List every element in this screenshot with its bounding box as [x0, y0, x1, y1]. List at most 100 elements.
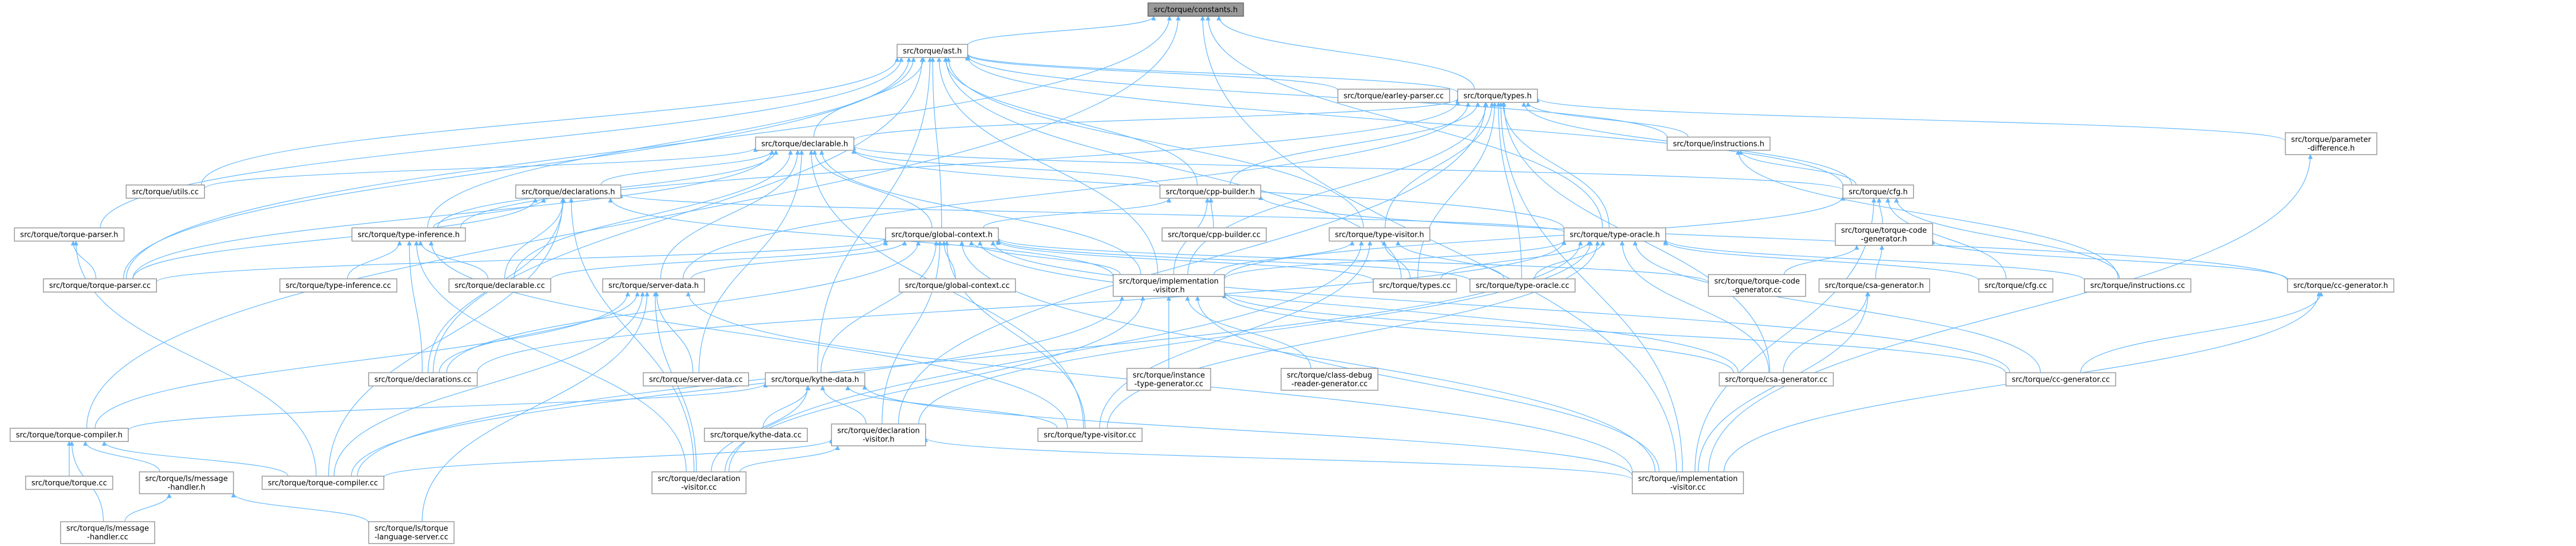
edge-csa-gen-h-to-torque-code-gen-h [1875, 245, 1885, 279]
edge-torque-code-gen-cc-to-torque-code-gen-h [1784, 245, 1860, 275]
node-utils-cc[interactable]: src/torque/utils.cc [125, 184, 205, 199]
edge-global-context-h-to-cpp-builder-h [983, 197, 1172, 228]
node-declarations-cc[interactable]: src/torque/declarations.cc [368, 372, 478, 387]
node-server-data-cc[interactable]: src/torque/server-data.cc [642, 372, 749, 387]
edge-declarations-cc-to-server-data-h [439, 291, 640, 373]
node-instructions-h[interactable]: src/torque/instructions.h [1666, 136, 1771, 151]
node-global-context-cc[interactable]: src/torque/global-context.cc [899, 278, 1016, 293]
edge-server-data-cc-to-server-data-h [654, 291, 693, 373]
node-torque-compiler-cc[interactable]: src/torque/torque-compiler.cc [262, 475, 385, 490]
node-label: src/torque/global-context.cc [905, 282, 1010, 290]
node-box [125, 184, 205, 199]
node-ast[interactable]: src/torque/ast.h [896, 44, 968, 58]
node-server-data-h[interactable]: src/torque/server-data.h [602, 278, 705, 293]
node-box [704, 428, 808, 442]
node-param-diff[interactable]: src/torque/parameter-difference.h [2284, 132, 2378, 155]
node-label: src/torque/declarable.h [761, 140, 848, 149]
edge-type-visitor-cc-to-type-visitor-h [1099, 240, 1373, 429]
node-box [2287, 278, 2394, 293]
edge-torque-code-gen-cc-to-global-context-h [996, 237, 1709, 283]
node-constants[interactable]: src/torque/constants.h [1147, 2, 1244, 17]
edge-cfg-h-to-instructions-h [1738, 149, 1857, 185]
node-type-inference-h[interactable]: src/torque/type-inference.h [351, 227, 466, 242]
node-torque-code-gen-cc[interactable]: src/torque/torque-code-generator.cc [1708, 274, 1807, 297]
node-label: -language-server.cc [374, 533, 448, 542]
edge-declarable-cc-to-global-context-h [550, 240, 888, 280]
node-declarable-cc[interactable]: src/torque/declarable.cc [448, 278, 551, 293]
node-torque-compiler-h[interactable]: src/torque/torque-compiler.h [9, 428, 129, 442]
edge-torque-compiler-cc-to-declarations-h [328, 197, 565, 476]
edge-impl-visitor-cc-to-cfg-h [1695, 197, 1877, 472]
node-box [755, 136, 854, 151]
node-declarable-h[interactable]: src/torque/declarable.h [755, 136, 854, 151]
edge-torque-parser-cc-to-torque-parser-h [71, 240, 97, 279]
node-type-visitor-cc[interactable]: src/torque/type-visitor.cc [1037, 428, 1143, 442]
edge-declarations-cc-to-type-inference-h [407, 240, 423, 373]
node-label: src/torque/csa-generator.cc [1725, 376, 1827, 384]
edge-declarations-cc-to-ast [432, 57, 925, 373]
node-label: src/torque/earley-parser.cc [1344, 92, 1444, 101]
node-kythe-data-h[interactable]: src/torque/kythe-data.h [765, 372, 865, 387]
node-cpp-builder-h[interactable]: src/torque/cpp-builder.h [1159, 184, 1262, 199]
node-cfg-h[interactable]: src/torque/cfg.h [1842, 184, 1914, 199]
node-label: src/torque/type-inference.cc [286, 282, 391, 290]
node-instructions-cc[interactable]: src/torque/instructions.cc [2084, 278, 2191, 293]
edge-impl-visitor-h-to-ast [936, 57, 1159, 275]
edge-declarations-h-to-declarable-h [600, 149, 775, 186]
node-label: src/torque/utils.cc [132, 188, 198, 197]
node-cpp-builder-cc[interactable]: src/torque/cpp-builder.cc [1162, 227, 1267, 242]
node-instance-type-gen-cc[interactable]: src/torque/instance-type-generator.cc [1126, 368, 1212, 391]
edge-csa-gen-cc-to-csa-gen-h [1782, 291, 1870, 373]
node-label: src/torque/constants.h [1153, 6, 1237, 14]
node-kythe-data-cc[interactable]: src/torque/kythe-data.cc [704, 428, 808, 442]
edge-torque-compiler-cc-to-server-data-h [334, 291, 645, 476]
node-cfg-cc[interactable]: src/torque/cfg.cc [1978, 278, 2053, 293]
node-type-oracle-h[interactable]: src/torque/type-oracle.h [1563, 227, 1666, 242]
node-type-oracle-cc[interactable]: src/torque/type-oracle.cc [1469, 278, 1576, 293]
node-box [885, 227, 999, 242]
node-earley[interactable]: src/torque/earley-parser.cc [1337, 89, 1450, 103]
node-torque-parser-cc[interactable]: src/torque/torque-parser.cc [43, 278, 157, 293]
node-ls-message-h[interactable]: src/torque/ls/message-handler.h [139, 471, 234, 494]
node-types-h[interactable]: src/torque/types.h [1457, 89, 1538, 103]
node-types-cc[interactable]: src/torque/types.cc [1373, 278, 1457, 293]
node-label: src/torque/ls/message [145, 475, 228, 483]
node-type-visitor-h[interactable]: src/torque/type-visitor.h [1328, 227, 1431, 242]
node-label: src/torque/ast.h [903, 47, 962, 56]
node-box [1113, 274, 1225, 297]
edge-cc-gen-h-to-torque-code-gen-h [1930, 239, 2288, 280]
node-csa-gen-h[interactable]: src/torque/csa-generator.h [1818, 278, 1930, 293]
edge-type-oracle-h-to-constants [1205, 16, 1603, 228]
node-box [1563, 227, 1666, 242]
edge-cpp-builder-h-to-declarable-h [851, 149, 1160, 186]
node-decl-visitor-cc[interactable]: src/torque/declaration-visitor.cc [651, 471, 747, 494]
edge-torque-compiler-cc-to-type-oracle-h [356, 240, 1583, 476]
node-impl-visitor-h[interactable]: src/torque/implementation-visitor.h [1113, 274, 1225, 297]
edge-ast-to-constants [967, 16, 1156, 46]
node-type-inference-cc[interactable]: src/torque/type-inference.cc [279, 278, 397, 293]
node-cc-gen-h[interactable]: src/torque/cc-generator.h [2287, 278, 2394, 293]
edge-type-inference-h-to-ast [427, 57, 916, 228]
node-decl-visitor-h[interactable]: src/torque/declaration-visitor.h [831, 423, 926, 447]
node-label: -generator.cc [1732, 286, 1782, 295]
edge-torque-parser-cc-to-ast [123, 57, 911, 279]
edge-decl-visitor-h-to-kythe-data-h [820, 385, 867, 424]
node-csa-gen-cc[interactable]: src/torque/csa-generator.cc [1719, 372, 1834, 387]
node-torque-parser-h[interactable]: src/torque/torque-parser.h [14, 227, 125, 242]
node-ls-server-cc[interactable]: src/torque/ls/torque-language-server.cc [368, 521, 455, 544]
node-ls-message-cc[interactable]: src/torque/ls/message-handler.cc [60, 521, 155, 544]
edge-type-visitor-cc-to-type-inference-h [428, 240, 1068, 429]
edge-global-context-cc-to-global-context-h [941, 240, 956, 279]
edge-types-cc-to-type-visitor-h [1381, 240, 1411, 279]
node-declarations-h[interactable]: src/torque/declarations.h [515, 184, 622, 199]
node-class-debug-cc[interactable]: src/torque/class-debug-reader-generator.… [1281, 368, 1379, 391]
node-label: src/torque/torque.cc [32, 479, 107, 488]
node-torque-cc[interactable]: src/torque/torque.cc [25, 475, 113, 490]
node-torque-code-gen-h[interactable]: src/torque/torque-code-generator.h [1835, 223, 1933, 246]
node-cc-gen-cc[interactable]: src/torque/cc-generator.cc [2005, 372, 2117, 387]
node-box [2284, 132, 2378, 155]
node-impl-visitor-cc[interactable]: src/torque/implementation-visitor.cc [1631, 471, 1744, 494]
edge-ls-message-h-to-torque-compiler-h [83, 441, 160, 472]
node-box [602, 278, 705, 293]
node-global-context-h[interactable]: src/torque/global-context.h [885, 227, 999, 242]
